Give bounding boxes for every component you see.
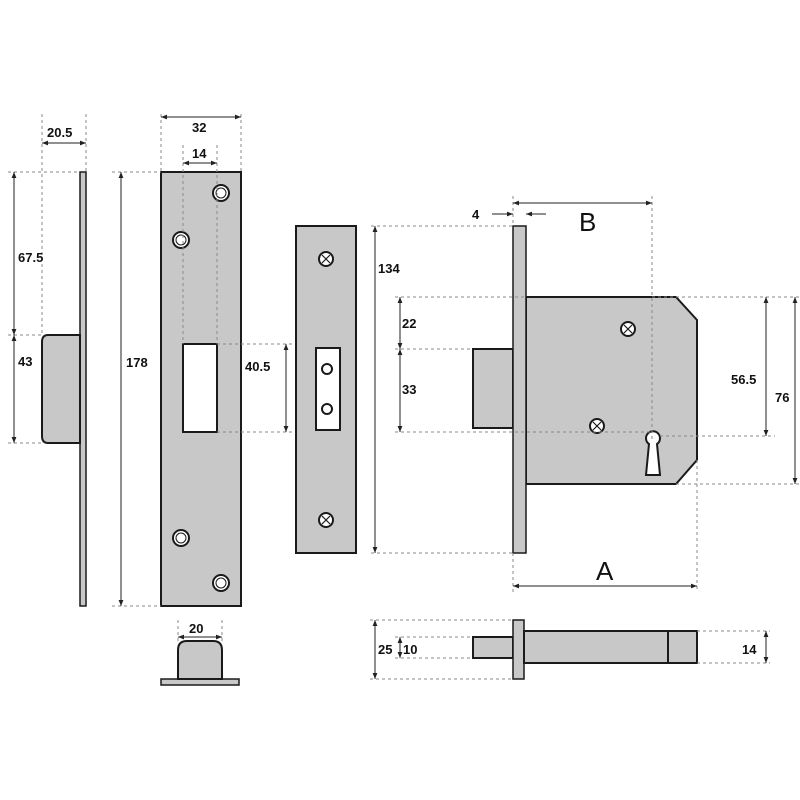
screw-x-icon [589, 418, 605, 434]
screw-x-icon [318, 251, 334, 267]
screw-hole-icon [212, 574, 230, 592]
dim-bolt-end-width: 20 [189, 621, 203, 636]
dim-forend-inner: 14 [192, 146, 207, 161]
dim-case-keyhole: 56.5 [731, 372, 756, 387]
dim-keep-height: 134 [378, 261, 400, 276]
letter-a: A [596, 556, 614, 586]
dim-faceplate-depth: 20.5 [47, 125, 72, 140]
dim-bolt-end: 14 [742, 642, 757, 657]
dim-faceplate-top: 67.5 [18, 250, 43, 265]
bolt-top-view: 25 10 14 [370, 619, 770, 680]
dim-forend-height: 178 [126, 355, 148, 370]
dim-backplate: 4 [472, 207, 480, 222]
forend-front-view: 32 14 178 40.5 [112, 114, 292, 607]
dim-forend-slot: 40.5 [245, 359, 270, 374]
screw-hole-icon [212, 184, 230, 202]
dim-case-bolt: 33 [402, 382, 416, 397]
screw-x-icon [620, 321, 636, 337]
dim-case-top: 22 [402, 316, 416, 331]
dim-case-height: 76 [775, 390, 789, 405]
dim-faceplate-bolt: 43 [18, 354, 32, 369]
screw-hole-icon [172, 529, 190, 547]
bolt-end-view: 20 [160, 620, 240, 686]
dim-forend-width: 32 [192, 120, 206, 135]
lock-body-view: 134 22 33 4 B A 56.5 76 [371, 196, 800, 592]
side-view-forend: 20.5 67.5 43 [8, 114, 87, 607]
screw-hole-icon [172, 231, 190, 249]
screw-x-icon [318, 512, 334, 528]
keep-plate [295, 225, 357, 554]
keyhole-icon [644, 430, 662, 476]
dim-bolt-inner: 10 [403, 642, 417, 657]
letter-b: B [579, 207, 596, 237]
dim-bolt-height: 25 [378, 642, 392, 657]
